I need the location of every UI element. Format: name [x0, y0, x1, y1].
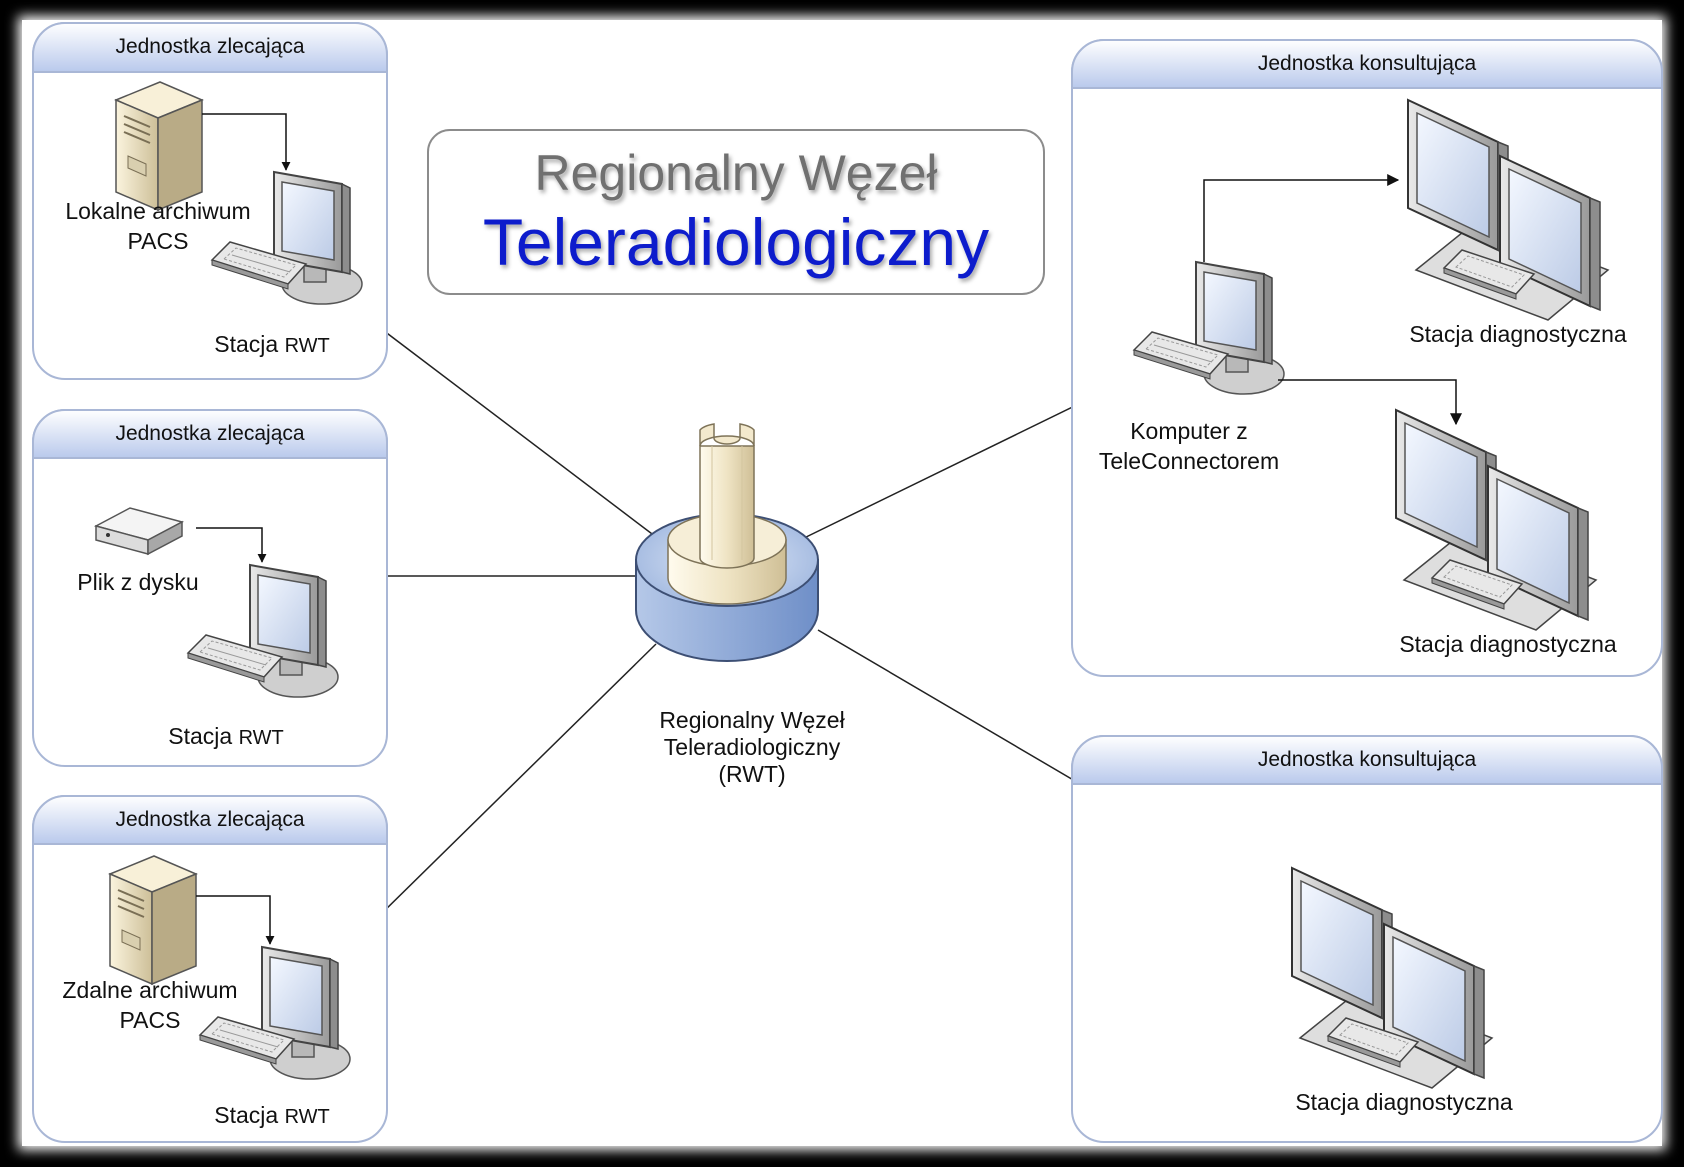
source-label-line2: PACS: [120, 1007, 181, 1033]
title-box: Regionalny Węzeł Teleradiologiczny: [427, 129, 1045, 295]
unit-header-label: Jednostka konsultująca: [1258, 52, 1477, 75]
server-icon: [115, 81, 203, 211]
unit-header-bar: [1071, 39, 1663, 89]
server-icon: [109, 855, 197, 985]
unit-header-bar: [32, 795, 388, 845]
arrow-archive-to-station: [202, 113, 291, 171]
rwt-hub-icon: [635, 423, 819, 663]
station-label: Stacja diagnostyczna: [1399, 631, 1617, 657]
source-label-line2: PACS: [128, 228, 189, 254]
station-label: Stacja diagnostyczna: [1409, 321, 1627, 347]
disk-drive-icon: [93, 507, 185, 556]
source-label-line1: Zdalne archiwum: [62, 977, 237, 1003]
unit-header-bar: [32, 409, 388, 459]
station-label: Stacja RWT: [214, 1102, 330, 1128]
unit-header-label: Jednostka zlecająca: [115, 422, 304, 445]
arrow-disk-to-station: [196, 527, 267, 563]
station-label: Stacja diagnostyczna: [1295, 1089, 1513, 1115]
arrow-archive-to-station: [196, 895, 275, 945]
arrow-computer-to-station-1: [1203, 174, 1400, 262]
station-label: Stacja RWT: [168, 723, 284, 749]
consulting-unit-1: Jednostka konsultująca Stacja diagnostyc…: [1071, 39, 1663, 677]
unit-header-label: Jednostka konsultująca: [1258, 748, 1477, 771]
hub-label-line1: Regionalny Węzeł: [659, 707, 844, 733]
ordering-unit-2: Jednostka zlecająca Plik z dysku Stacja …: [32, 409, 388, 767]
ordering-unit-3: Jednostka zlecająca Zdalne archiwum PACS…: [32, 795, 388, 1143]
hub-label-line3: (RWT): [718, 761, 785, 787]
consulting-unit-2: Jednostka konsultująca Stacja diagnostyc…: [1071, 735, 1663, 1143]
unit-header-bar: [1071, 735, 1663, 785]
unit-header-bar: [32, 22, 388, 73]
ordering-unit-1: Jednostka zlecająca Lokalne archiwum PAC…: [32, 22, 388, 380]
arrow-computer-to-station-2: [1278, 379, 1462, 426]
title-line2: Teleradiologiczny: [483, 205, 989, 279]
hub-label-line2: Teleradiologiczny: [664, 734, 841, 760]
unit-header-label: Jednostka zlecająca: [115, 808, 304, 831]
title-line1: Regionalny Węzeł: [535, 145, 938, 201]
station-label: Stacja RWT: [214, 331, 330, 357]
title-frame: [427, 129, 1045, 295]
computer-label-line1: Komputer z: [1130, 418, 1248, 444]
unit-header-label: Jednostka zlecająca: [115, 35, 304, 58]
source-label-line1: Lokalne archiwum: [65, 198, 250, 224]
source-label: Plik z dysku: [77, 569, 198, 595]
computer-label-line2: TeleConnectorem: [1099, 448, 1279, 474]
